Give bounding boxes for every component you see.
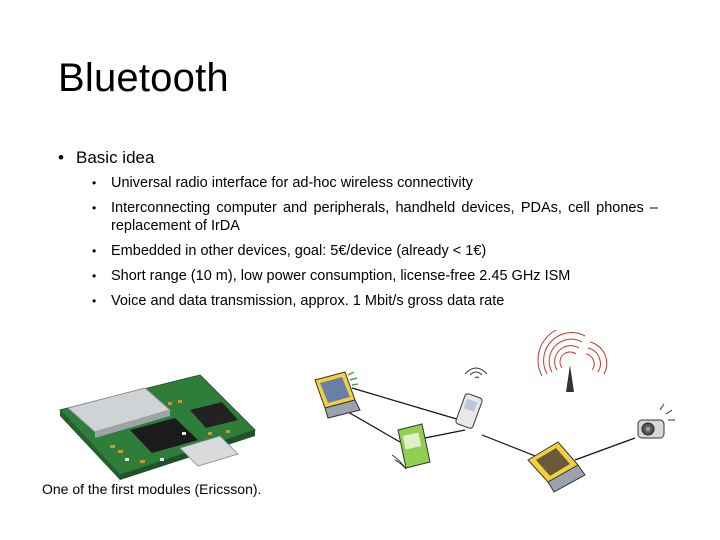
chip-icon: [130, 418, 198, 453]
sub-bullet-item: • Short range (10 m), low power consumpt…: [92, 267, 658, 285]
laptop-icon: [314, 371, 361, 419]
link-line: [351, 387, 461, 421]
sub-bullet-text: Short range (10 m), low power consumptio…: [111, 268, 571, 284]
sub-bullet-text: Universal radio interface for ad-hoc wir…: [111, 175, 473, 191]
laptop-icon: [527, 441, 586, 493]
chip-icon: [179, 435, 239, 467]
sub-bullet-item: • Embedded in other devices, goal: 5€/de…: [92, 242, 658, 260]
bullet-text: Basic idea: [76, 148, 155, 167]
sub-bullet-item: • Interconnecting computer and periphera…: [92, 199, 658, 235]
bullet-dot-icon: •: [92, 269, 97, 283]
link-line: [574, 437, 636, 461]
bullet-dot-icon: •: [58, 148, 64, 167]
sub-bullet-text: Interconnecting computer and peripherals…: [111, 200, 658, 234]
sub-bullet-item: • Universal radio interface for ad-hoc w…: [92, 174, 658, 192]
bullet-basic-idea: • Basic idea: [58, 147, 678, 169]
bullet-dot-icon: •: [92, 201, 97, 215]
camera-icon: [637, 403, 675, 439]
pda-icon: [391, 423, 431, 470]
module-caption: One of the first modules (Ericsson).: [42, 481, 262, 497]
chip-icon: [190, 402, 238, 428]
bullet-dot-icon: •: [92, 294, 97, 308]
slide-title: Bluetooth: [58, 56, 229, 100]
bullet-dot-icon: •: [92, 176, 97, 190]
sub-bullet-list: • Universal radio interface for ad-hoc w…: [92, 174, 678, 310]
sub-bullet-text: Embedded in other devices, goal: 5€/devi…: [111, 243, 487, 259]
mobile-phone-icon: [455, 367, 488, 429]
radio-tower-icon: [537, 330, 608, 392]
bluetooth-network-illustration: [314, 330, 675, 493]
sub-bullet-item: • Voice and data transmission, approx. 1…: [92, 292, 658, 310]
bullet-list: • Basic idea • Universal radio interface…: [58, 147, 678, 317]
link-line: [347, 411, 401, 443]
bluetooth-module-image: [59, 374, 256, 480]
sub-bullet-text: Voice and data transmission, approx. 1 M…: [111, 293, 505, 309]
bullet-dot-icon: •: [92, 244, 97, 258]
